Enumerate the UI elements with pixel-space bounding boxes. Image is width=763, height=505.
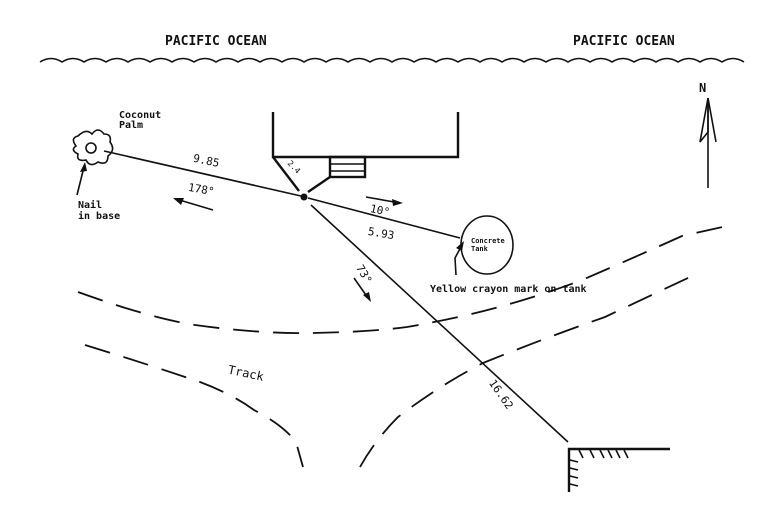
palm-distance-label: 9.85 bbox=[192, 152, 221, 170]
palm-label-2: Palm bbox=[119, 120, 143, 131]
nail-arrow-icon bbox=[76, 162, 87, 196]
nail-label-2: in base bbox=[78, 210, 120, 222]
north-label: N bbox=[699, 81, 706, 95]
tank-bearing-label: 10° bbox=[369, 202, 391, 219]
direction-arrow-icon bbox=[353, 277, 371, 302]
track-upper bbox=[77, 225, 728, 334]
tank-label-2: Tank bbox=[471, 245, 489, 253]
track-lower-left bbox=[84, 344, 304, 468]
north-arrow-icon bbox=[699, 97, 717, 188]
palm-bearing-line bbox=[103, 150, 302, 197]
reference-point bbox=[300, 193, 308, 201]
corner-structure bbox=[567, 447, 670, 492]
corner-bearing-line bbox=[310, 204, 569, 443]
direction-arrow-icon bbox=[365, 196, 403, 206]
track-lower-right bbox=[359, 276, 691, 468]
corner-distance-label: 16.62 bbox=[486, 377, 516, 412]
shoreline-waves bbox=[39, 57, 745, 63]
ocean-label-right: PACIFIC OCEAN bbox=[573, 34, 675, 49]
building-offset-label: 2.4 bbox=[286, 159, 303, 176]
building-outline bbox=[271, 112, 460, 193]
tank-label-1: Concrete bbox=[471, 237, 505, 245]
tank-distance-label: 5.93 bbox=[367, 225, 395, 242]
tank-bearing-line bbox=[307, 197, 461, 239]
palm-bearing-label: 178° bbox=[187, 181, 215, 198]
mark-arrow-icon bbox=[454, 241, 464, 276]
ocean-label-left: PACIFIC OCEAN bbox=[165, 34, 267, 49]
steps bbox=[328, 155, 367, 179]
tank-mark-label: Yellow crayon mark on tank bbox=[430, 284, 587, 295]
track-label: Track bbox=[227, 363, 266, 384]
palm-label-1: Coconut bbox=[119, 110, 161, 121]
nail-label-1: Nail bbox=[78, 199, 102, 211]
direction-arrow-icon bbox=[173, 198, 214, 211]
coconut-palm-icon bbox=[72, 129, 114, 166]
